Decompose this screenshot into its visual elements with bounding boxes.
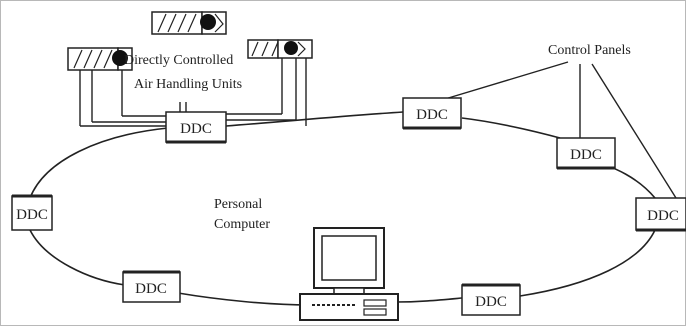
ddc-node-left: DDC	[11, 194, 53, 231]
control-panel-callouts	[444, 61, 677, 199]
ddc-label: DDC	[647, 208, 679, 224]
air-handling-units	[67, 11, 313, 71]
ddc-node-right-upper: DDC	[556, 137, 616, 170]
pc-caption-line2: Computer	[214, 217, 270, 232]
ddc-node-far-right: DDC	[635, 197, 686, 232]
callout-line-mid	[444, 61, 569, 100]
link-bottomleft-pc	[177, 292, 311, 306]
ahu-wiring	[79, 58, 307, 127]
ddc-label: DDC	[570, 147, 602, 163]
ahu-unit-right	[247, 39, 313, 59]
ddc-node-bottom-right: DDC	[461, 283, 521, 316]
fan-icon	[200, 14, 216, 30]
ahu-unit-top	[151, 11, 227, 35]
ahu-unit-left	[67, 47, 133, 71]
callout-line-far-right	[591, 63, 677, 199]
link-top-left	[29, 127, 169, 199]
network-ring	[29, 111, 656, 306]
ahu-caption-line2: Air Handling Units	[134, 77, 242, 92]
ddc-label: DDC	[180, 121, 212, 137]
link-bottomright-farright	[519, 229, 656, 297]
ddc-label: DDC	[16, 207, 48, 223]
control-panels-caption: Control Panels	[548, 43, 631, 58]
fan-icon	[112, 50, 128, 66]
ddc-node-mid: DDC	[402, 97, 462, 130]
link-mid-top	[225, 111, 404, 127]
link-rightupper-mid	[461, 117, 561, 139]
pc-caption-line1: Personal	[214, 197, 262, 212]
system-unit	[299, 293, 399, 321]
ddc-node-bottom-left: DDC	[122, 270, 181, 303]
link-pc-bottomright	[394, 297, 463, 303]
personal-computer-icon	[299, 227, 399, 321]
ddc-label: DDC	[475, 294, 507, 310]
fan-icon	[284, 41, 298, 55]
link-left-bottomleft	[29, 229, 126, 286]
ddc-label: DDC	[416, 107, 448, 123]
ddc-node-top: DDC	[165, 111, 227, 144]
ddc-label: DDC	[135, 281, 167, 297]
ahu-caption-line1: Directly Controlled	[124, 53, 233, 68]
